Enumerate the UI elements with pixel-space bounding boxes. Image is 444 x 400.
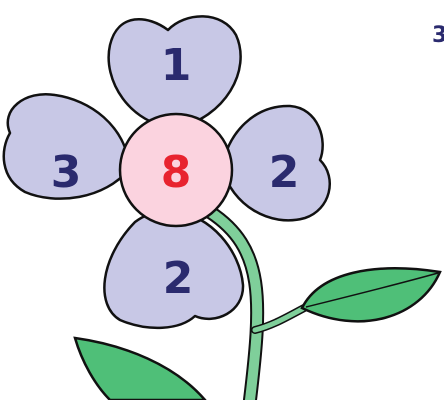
petal-left-number: 3 — [51, 147, 82, 198]
petal-bottom-number: 2 — [163, 253, 194, 304]
corner-number: 3 — [432, 23, 444, 48]
left-leaf — [75, 338, 205, 400]
petal-right-number: 2 — [269, 147, 300, 198]
center-number: 8 — [161, 147, 192, 198]
petal-top-number: 1 — [161, 40, 192, 91]
right-leaf — [302, 268, 440, 321]
